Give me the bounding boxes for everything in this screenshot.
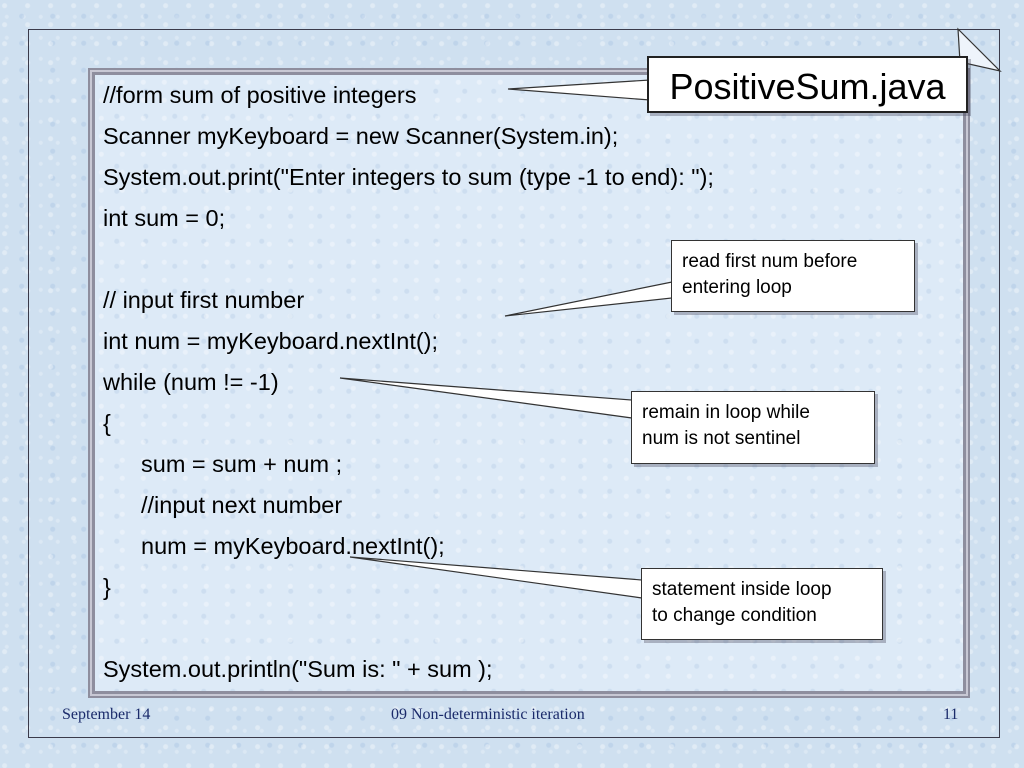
page-corner xyxy=(957,27,1002,73)
code-line-scanner: Scanner myKeyboard = new Scanner(System.… xyxy=(103,123,619,149)
code-line-read-next: num = myKeyboard.nextInt(); xyxy=(141,533,445,559)
code-line-comment-next: //input next number xyxy=(141,492,343,518)
footer-date: September 14 xyxy=(62,706,151,723)
code-line-prompt: System.out.print("Enter integers to sum … xyxy=(103,164,714,190)
footer-page-number: 11 xyxy=(943,706,959,723)
code-line-sum-add: sum = sum + num ; xyxy=(141,451,343,477)
code-line-while: while (num != -1) xyxy=(103,369,279,395)
change-pointer xyxy=(349,556,643,599)
code-line-read-first: int num = myKeyboard.nextInt(); xyxy=(103,328,439,354)
code-line-comment-header: //form sum of positive integers xyxy=(103,82,417,108)
loop-callout: remain in loop while num is not sentinel xyxy=(631,391,875,464)
code-line-sum-init: int sum = 0; xyxy=(103,205,226,231)
code-line-comment-first: // input first number xyxy=(103,287,305,313)
code-line-print-sum: System.out.println("Sum is: " + sum ); xyxy=(103,656,493,682)
slide-frame xyxy=(28,29,1000,738)
footer-title: 09 Non-deterministic iteration xyxy=(391,706,585,723)
filename-callout: PositiveSum.java xyxy=(647,56,968,113)
code-line-close-brace: } xyxy=(103,574,111,600)
first-num-pointer xyxy=(504,281,673,317)
first-num-callout: read first num before entering loop xyxy=(671,240,915,312)
code-line-open-brace: { xyxy=(103,410,111,436)
title-pointer xyxy=(507,79,651,101)
loop-pointer xyxy=(339,377,633,419)
change-callout: statement inside loop to change conditio… xyxy=(641,568,883,640)
